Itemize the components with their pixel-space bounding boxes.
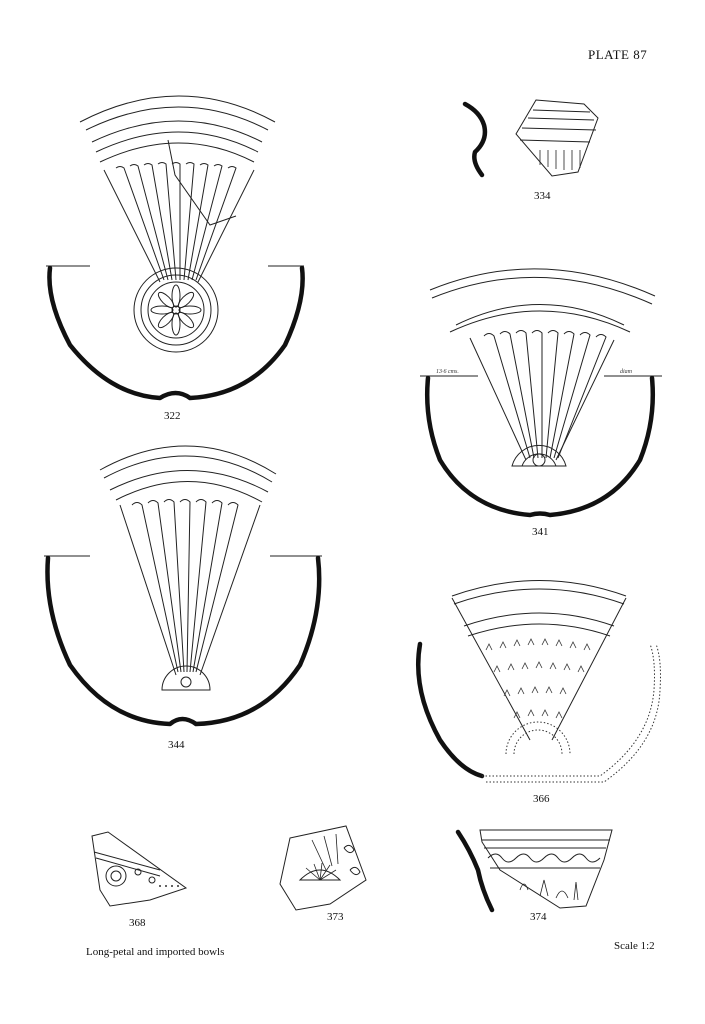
figure-number-334: 334 bbox=[534, 190, 551, 202]
bowl-366-drawing bbox=[416, 580, 661, 783]
bowl-341-drawing: 13·6 cms. diam bbox=[420, 268, 662, 518]
bowl-344-drawing bbox=[44, 445, 322, 727]
figure-number-368: 368 bbox=[129, 917, 146, 929]
sherd-368-drawing bbox=[91, 831, 188, 907]
figure-number-322: 322 bbox=[164, 410, 181, 422]
scale-label: Scale 1:2 bbox=[614, 940, 655, 952]
figure-number-366: 366 bbox=[533, 793, 550, 805]
plate-title: PLATE 87 bbox=[588, 47, 648, 62]
sherd-373-drawing bbox=[279, 825, 367, 911]
annotation-diameter-341: 13·6 cms. bbox=[436, 369, 459, 375]
figure-number-373: 373 bbox=[327, 911, 344, 923]
figure-number-344: 344 bbox=[168, 739, 185, 751]
plate-caption: Long-petal and imported bowls bbox=[86, 946, 225, 958]
bowl-322-drawing bbox=[46, 95, 305, 401]
annotation-diam-341: diam bbox=[620, 369, 633, 375]
figure-number-341: 341 bbox=[532, 526, 549, 538]
figure-number-374: 374 bbox=[530, 911, 547, 923]
sherd-374-drawing bbox=[455, 829, 613, 913]
sherd-334-drawing bbox=[462, 99, 599, 178]
